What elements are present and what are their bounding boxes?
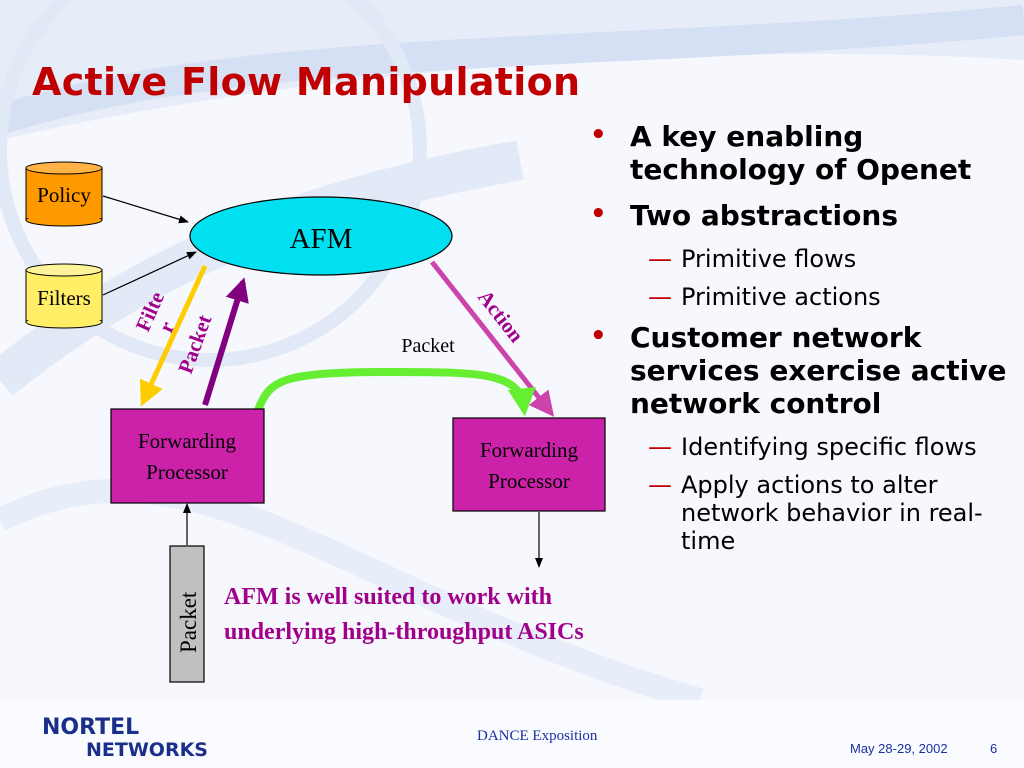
slide-title: Active Flow Manipulation — [32, 60, 581, 104]
packet-flow-label: Packet — [401, 335, 455, 357]
sub-bullet-item: — Primitive flows — [590, 245, 1010, 273]
policy-label: Policy — [37, 183, 91, 207]
sub-bullet-item: — Identifying specific flows — [590, 433, 1010, 461]
packet-box — [169, 545, 205, 683]
fp-left-line1: Forwarding — [138, 429, 236, 453]
policy-database: Policy — [25, 161, 103, 227]
page-number: 6 — [990, 741, 998, 756]
afm-node — [189, 196, 453, 276]
filters-label: Filters — [37, 286, 91, 310]
footer-date: May 28-29, 2002 — [850, 741, 948, 756]
sub-bullet-text: Primitive flows — [681, 245, 857, 273]
fp-right-line2: Processor — [488, 469, 570, 493]
bullet-text: A key enabling technology of Openet — [630, 120, 972, 186]
action-arrow-label: Action — [473, 285, 529, 347]
bullet-item: • Customer network services exercise act… — [590, 321, 1010, 420]
bullet-text: Two abstractions — [630, 199, 898, 232]
packet-box-label: Packet — [176, 591, 201, 653]
fp-right-line1: Forwarding — [480, 438, 578, 462]
asic-note-line1: AFM is well suited to work with — [224, 584, 552, 610]
dash-icon: — — [648, 433, 672, 461]
sub-bullet-text: Primitive actions — [681, 283, 881, 311]
filters-to-afm-arrow — [102, 251, 197, 296]
asic-note: AFM is well suited to work with underlyi… — [224, 580, 584, 650]
bullet-list: • A key enabling technology of Openet • … — [590, 120, 1010, 565]
packet-flow-arrow — [254, 367, 536, 417]
policy-to-afm-arrow — [102, 195, 189, 224]
footer-event: DANCE Exposition — [477, 728, 598, 744]
filter-arrow-label-cont: r — [154, 318, 180, 336]
bullet-dot-icon: • — [590, 120, 607, 150]
logo-line2: NETWORKS — [86, 739, 208, 760]
packet-up-arrow — [202, 277, 249, 406]
nortel-networks-logo: NORTEL NETWORKS — [42, 715, 208, 760]
dash-icon: — — [648, 471, 672, 499]
dash-icon: — — [648, 283, 672, 311]
bullet-dot-icon: • — [590, 321, 607, 351]
bullet-item: • Two abstractions — [590, 199, 1010, 232]
bullet-text: Customer network services exercise activ… — [630, 321, 1007, 420]
sub-bullet-item: — Apply actions to alter network behavio… — [590, 471, 1010, 555]
sub-bullet-item: — Primitive actions — [590, 283, 1010, 311]
fp-left-line2: Processor — [146, 460, 228, 484]
bullet-dot-icon: • — [590, 199, 607, 229]
afm-label: AFM — [290, 223, 353, 255]
filters-database: Filters — [25, 263, 103, 329]
filter-arrow — [139, 264, 208, 407]
sub-bullet-text: Apply actions to alter network behavior … — [681, 471, 983, 555]
asic-note-line2: underlying high-throughput ASICs — [224, 619, 584, 645]
forwarding-processor-left — [110, 408, 265, 504]
bullet-item: • A key enabling technology of Openet — [590, 120, 1010, 186]
sub-bullet-text: Identifying specific flows — [681, 433, 977, 461]
dash-icon: — — [648, 245, 672, 273]
forwarding-processor-right — [452, 417, 606, 512]
logo-line1: NORTEL — [42, 715, 139, 740]
